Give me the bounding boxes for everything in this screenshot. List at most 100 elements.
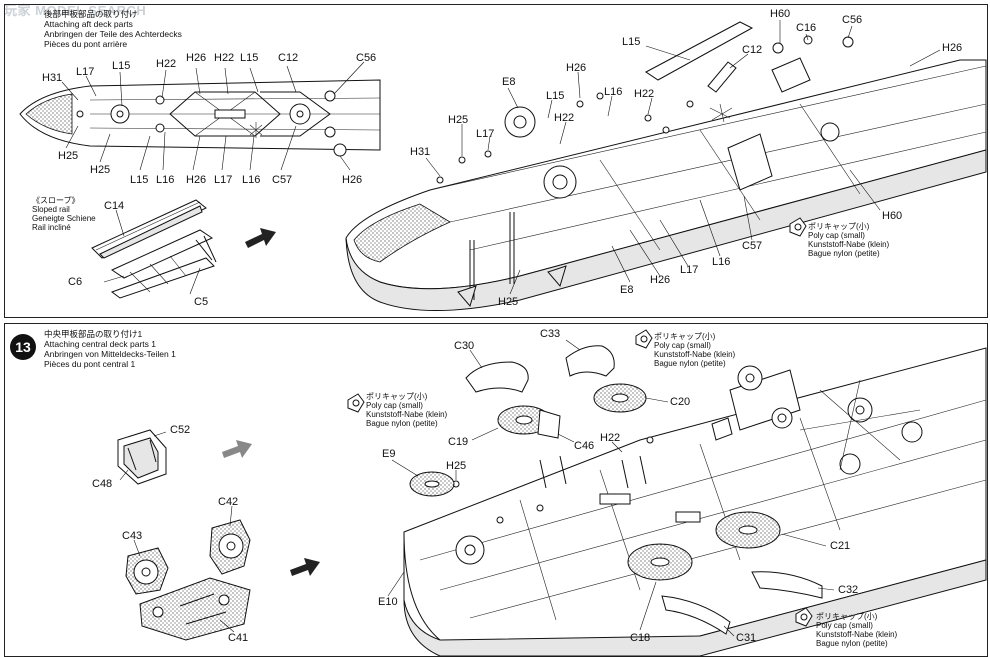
sloped-rail-de: Geneigte Schiene: [32, 214, 96, 223]
sloped-rail-parts: [91, 199, 217, 299]
step12-title-fr: Pièces du pont arrière: [44, 39, 128, 49]
part-label: H31: [410, 146, 431, 158]
part-label: H31: [42, 72, 63, 84]
part-label: C18: [630, 632, 651, 644]
poly-cap-en: Poly cap (small): [366, 401, 423, 410]
part-label: H26: [186, 52, 207, 64]
poly-cap-jp: ポリキャップ(小): [816, 612, 878, 621]
part-label: E8: [620, 284, 634, 296]
aft-deck-plan: [19, 79, 381, 157]
part-label: C48: [92, 478, 113, 490]
step13-title-de: Anbringen von Mitteldecks-Teilen 1: [44, 349, 176, 359]
aft-deck-assembly: [345, 21, 987, 311]
sloped-rail-fr: Rail incliné: [32, 223, 71, 232]
step13-arrow-icon-1: [222, 440, 252, 458]
step13-title-en: Attaching central deck parts 1: [44, 339, 156, 349]
part-label: C16: [796, 22, 817, 34]
part-label: H22: [634, 88, 655, 100]
step12-arrow-icon: [245, 228, 276, 248]
poly-cap-de: Kunststoff-Nabe (klein): [808, 240, 890, 249]
poly-cap-en: Poly cap (small): [808, 231, 865, 240]
part-label: H26: [186, 174, 207, 186]
part-label: E9: [382, 448, 396, 460]
part-label: H26: [342, 174, 363, 186]
step12-title-jp: 後部甲板部品の取り付け: [44, 9, 138, 19]
part-label: C41: [228, 632, 249, 644]
poly-cap-de: Kunststoff-Nabe (klein): [654, 350, 736, 359]
part-label: C6: [68, 276, 83, 288]
part-label: C12: [742, 44, 763, 56]
c52-c48-part: [117, 429, 167, 485]
part-label: H26: [650, 274, 671, 286]
part-label: C42: [218, 496, 239, 508]
part-label: C21: [830, 540, 851, 552]
poly-cap-jp: ポリキャップ(小): [654, 332, 716, 341]
sloped-rail-jp: 《スロープ》: [32, 196, 80, 205]
step13-title-jp: 中央甲板部品の取り付け1: [44, 329, 143, 339]
part-label: C14: [104, 200, 125, 212]
part-label: L15: [622, 36, 641, 48]
part-label: H22: [156, 58, 177, 70]
part-label: L15: [546, 90, 565, 102]
step12-title-en: Attaching aft deck parts: [44, 19, 133, 29]
poly-cap-jp: ポリキャップ(小): [366, 392, 428, 401]
part-label: H25: [58, 150, 79, 162]
watermark: 玩家 MODEL SEARCH: [4, 3, 147, 18]
poly-cap-icon-13c: [795, 607, 813, 627]
poly-cap-de: Kunststoff-Nabe (klein): [366, 410, 448, 419]
part-label: C43: [122, 530, 143, 542]
part-label: L15: [240, 52, 259, 64]
part-label: C52: [170, 424, 191, 436]
poly-cap-fr: Bague nylon (petite): [808, 249, 880, 258]
part-label: L16: [604, 86, 623, 98]
part-label: E10: [378, 596, 398, 608]
part-label: L15: [130, 174, 149, 186]
part-label: E8: [502, 76, 516, 88]
step12-panel: [4, 4, 988, 318]
part-label: H25: [90, 164, 111, 176]
poly-cap-icon-13a: [347, 393, 365, 413]
poly-cap-jp: ポリキャップ(小): [808, 222, 870, 231]
step13-title-fr: Pièces du pont central 1: [44, 359, 136, 369]
poly-cap-fr: Bague nylon (petite): [366, 419, 438, 428]
part-label: C12: [278, 52, 299, 64]
part-label: H60: [882, 210, 903, 222]
part-label: L17: [680, 264, 699, 276]
part-label: C31: [736, 632, 757, 644]
part-label: C56: [842, 14, 863, 26]
sloped-rail-en: Sloped rail: [32, 205, 70, 214]
c41-assembly: [125, 505, 251, 641]
central-deck-assembly: [403, 347, 987, 657]
part-label: C32: [838, 584, 859, 596]
part-label: L17: [476, 128, 495, 140]
part-label: H26: [566, 62, 587, 74]
part-label: L17: [214, 174, 233, 186]
part-label: C19: [448, 436, 469, 448]
part-label: C57: [272, 174, 293, 186]
part-label: H22: [554, 112, 575, 124]
part-label: H60: [770, 8, 791, 20]
part-label: C30: [454, 340, 475, 352]
part-label: C33: [540, 328, 561, 340]
part-label: C46: [574, 440, 595, 452]
part-label: C5: [194, 296, 209, 308]
aft-deck-assembly-leaders: [425, 20, 941, 295]
poly-cap-en: Poly cap (small): [816, 621, 873, 630]
part-label: H25: [498, 296, 519, 308]
part-label: L17: [76, 66, 95, 78]
step13-arrow-icon-2: [290, 558, 320, 576]
poly-cap-en: Poly cap (small): [654, 341, 711, 350]
part-label: L15: [112, 60, 131, 72]
part-label: H22: [600, 432, 621, 444]
step-number-badge: 13: [10, 334, 36, 360]
aft-deck-leaders: [61, 61, 365, 171]
part-label: L16: [242, 174, 261, 186]
part-label: C57: [742, 240, 763, 252]
part-label: H22: [214, 52, 235, 64]
part-label: L16: [712, 256, 731, 268]
part-label: C20: [670, 396, 691, 408]
part-label: H26: [942, 42, 963, 54]
part-label: H25: [448, 114, 469, 126]
part-label: C56: [356, 52, 377, 64]
